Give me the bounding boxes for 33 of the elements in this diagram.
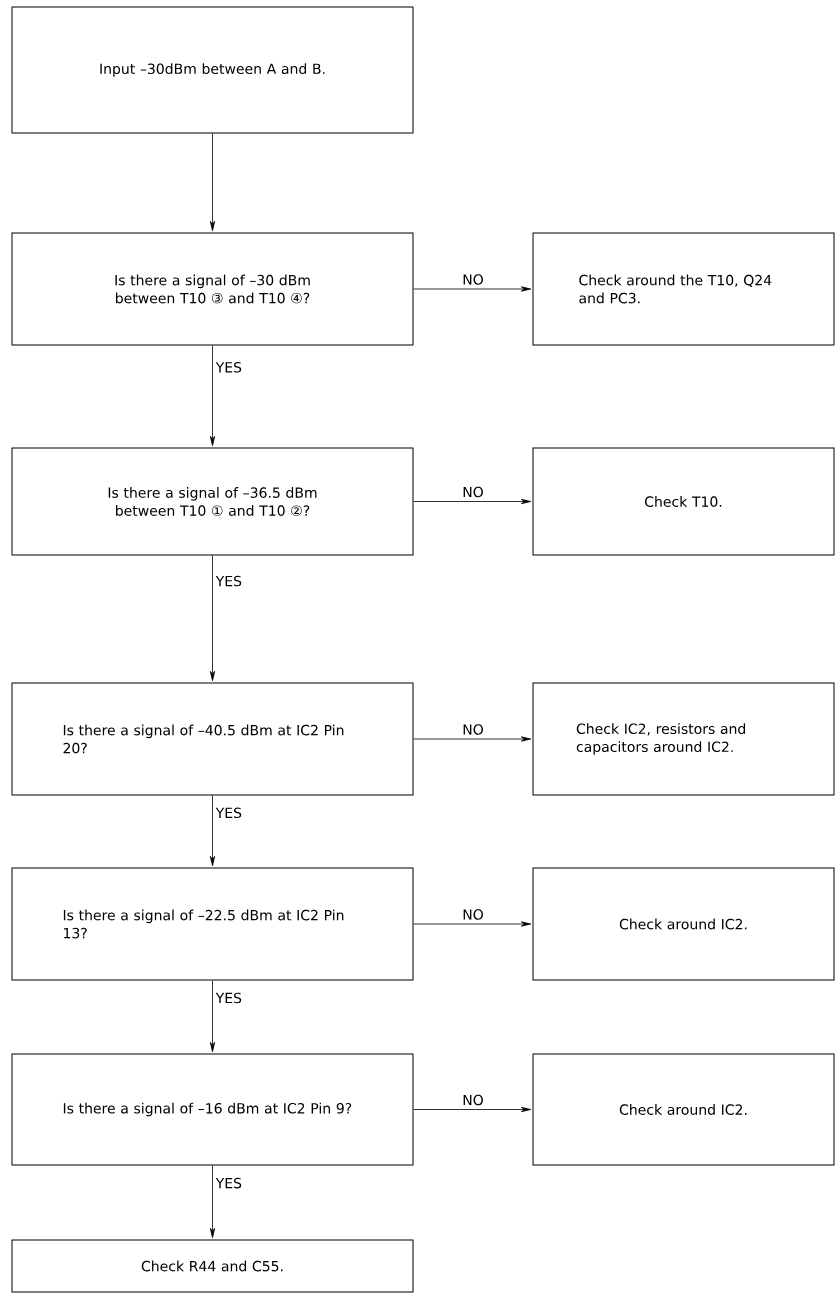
- arrow: [209, 795, 216, 867]
- process-box: Input –30dBm between A and B.: [11, 6, 414, 134]
- decision-box: Is there a signal of –36.5 dBm between T10 ① and T10 ②?: [11, 447, 414, 556]
- arrow: [209, 1165, 216, 1239]
- arrow: [413, 1106, 532, 1113]
- edge-label: YES: [214, 991, 243, 1005]
- decision-box: Is there a signal of –40.5 dBm at IC2 Pin 20?: [11, 682, 414, 796]
- process-box: Check R44 and C55.: [11, 1239, 414, 1293]
- arrow: [413, 286, 532, 292]
- edge-label: NO: [461, 908, 485, 921]
- action-box: Check IC2, resistors and capacitors around IC2.: [532, 682, 835, 796]
- arrow: [209, 555, 216, 682]
- arrow: [413, 498, 532, 505]
- action-box: Check around IC2.: [532, 867, 835, 981]
- decision-box: Is there a signal of –16 dBm at IC2 Pin 9?: [11, 1053, 414, 1166]
- edge-label: NO: [461, 485, 485, 499]
- edge-label: NO: [461, 1093, 485, 1107]
- arrow: [209, 345, 216, 447]
- arrow: [413, 921, 532, 927]
- action-box: Check T10.: [532, 447, 835, 556]
- arrow: [209, 980, 216, 1053]
- edge-label: YES: [214, 574, 243, 588]
- edge-label: YES: [214, 1176, 243, 1190]
- arrow: [413, 736, 532, 742]
- decision-box: Is there a signal of –30 dBm between T10 ③ and T10 ④?: [11, 232, 414, 346]
- arrow: [209, 133, 216, 232]
- decision-box: Is there a signal of –22.5 dBm at IC2 Pin 13?: [11, 867, 414, 981]
- edge-label: YES: [214, 361, 243, 374]
- action-box: Check around IC2.: [532, 1053, 835, 1166]
- edge-label: NO: [461, 723, 485, 736]
- edge-label: YES: [214, 806, 243, 820]
- action-box: Check around the T10, Q24 and PC3.: [532, 232, 835, 346]
- edge-label: NO: [461, 273, 485, 286]
